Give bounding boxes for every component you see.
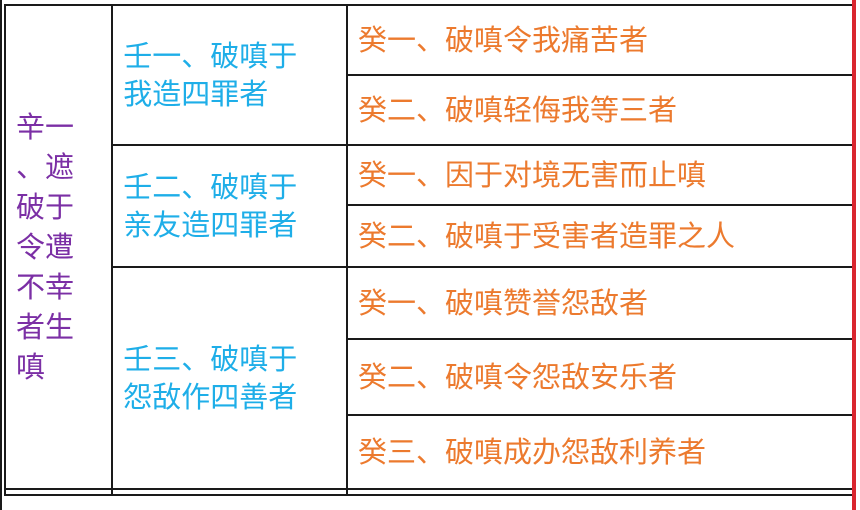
- table-row: 辛一 、遮 破于 令遭 不幸 者生 嗔 壬一、破嗔于 我造四罪者 癸一、破嗔令我…: [3, 4, 854, 490]
- section-ren-2-cell: 壬二、破嗔于 亲友造四罪者: [111, 144, 349, 268]
- ren-line: 我造四罪者: [123, 77, 269, 111]
- section-gui-cell: 癸一、破嗔令我痛苦者: [346, 4, 854, 76]
- section-xin-cell: 辛一 、遮 破于 令遭 不幸 者生 嗔: [3, 4, 114, 490]
- empty-cell: [3, 488, 114, 496]
- ren-line: 亲友造四罪者: [123, 208, 298, 242]
- empty-cell: [346, 488, 854, 496]
- ren-line: 怨敌作四善者: [123, 380, 298, 414]
- xin-line: 、遮: [16, 150, 75, 184]
- table-row: 癸二、破嗔于受害者造罪之人: [5, 204, 854, 268]
- table-row: 癸三、破嗔成办怨敌利养者: [5, 414, 854, 490]
- table-row: 壬二、破嗔于 亲友造四罪者 癸一、因于对境无害而止嗔: [5, 144, 854, 268]
- section-gui-cell: 癸一、因于对境无害而止嗔: [346, 144, 854, 206]
- xin-line: 破于: [16, 190, 75, 224]
- ren-line: 壬三、破嗔于: [123, 342, 298, 376]
- left-border: [0, 0, 2, 510]
- xin-line: 嗔: [16, 350, 46, 384]
- empty-cell: [111, 488, 349, 496]
- section-gui-cell: 癸二、破嗔轻侮我等三者: [346, 74, 854, 146]
- section-gui-cell: 癸二、破嗔令怨敌安乐者: [346, 338, 854, 416]
- section-ren-1-cell: 壬一、破嗔于 我造四罪者: [111, 4, 349, 146]
- right-edge-line: [852, 0, 856, 510]
- section-gui-cell: 癸三、破嗔成办怨敌利养者: [346, 414, 854, 490]
- outline-table: 辛一 、遮 破于 令遭 不幸 者生 嗔 壬一、破嗔于 我造四罪者 癸一、破嗔令我…: [3, 4, 854, 496]
- xin-line: 辛一: [16, 110, 75, 144]
- ren-line: 壬一、破嗔于: [123, 39, 298, 73]
- ren-line: 壬二、破嗔于: [123, 170, 298, 204]
- xin-line: 者生: [16, 310, 75, 344]
- section-ren-3-cell: 壬三、破嗔于 怨敌作四善者: [111, 266, 349, 490]
- table-row: 癸二、破嗔令怨敌安乐者: [5, 338, 854, 416]
- section-gui-cell: 癸一、破嗔赞誉怨敌者: [346, 266, 854, 340]
- table-row: 壬三、破嗔于 怨敌作四善者 癸一、破嗔赞誉怨敌者: [5, 266, 854, 490]
- xin-line: 不幸: [16, 270, 75, 304]
- section-gui-cell: 癸二、破嗔于受害者造罪之人: [346, 204, 854, 268]
- xin-line: 令遭: [16, 230, 75, 264]
- table-row: 癸二、破嗔轻侮我等三者: [5, 74, 854, 146]
- table-row: [3, 488, 854, 496]
